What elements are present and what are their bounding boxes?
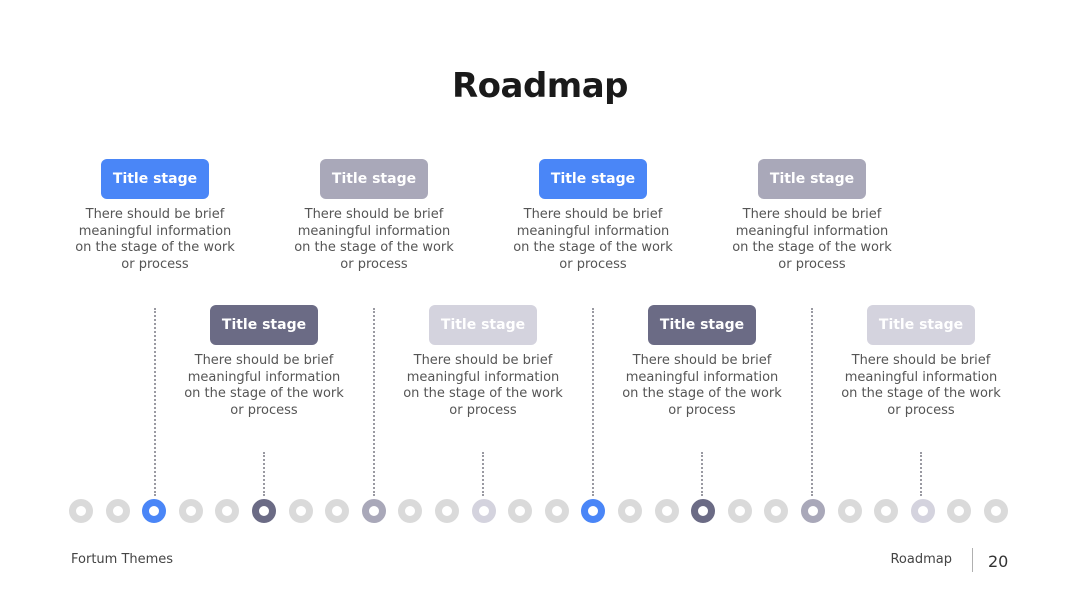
timeline-dot: [105, 499, 130, 523]
connector-line: [263, 452, 265, 496]
stage-4: Title stage There should be brief meanin…: [403, 305, 563, 419]
stage-description: There should be brief meaningful informa…: [622, 353, 782, 418]
stage-7: Title stage There should be brief meanin…: [732, 159, 892, 273]
timeline-dot: [471, 499, 496, 523]
stage-description: There should be brief meaningful informa…: [403, 353, 563, 418]
stage-description: There should be brief meaningful informa…: [184, 353, 344, 418]
timeline-dot: [691, 499, 716, 523]
timeline-dot: [69, 499, 93, 523]
timeline-dot: [398, 499, 423, 523]
timeline-dot: [435, 499, 459, 523]
connector-line: [592, 308, 594, 496]
timeline-dot: [947, 499, 972, 523]
timeline-dot: [654, 499, 679, 523]
stage-title-button[interactable]: Title stage: [101, 159, 209, 199]
footer-divider: [972, 548, 973, 572]
page-number: 20: [988, 552, 1009, 571]
connector-line: [811, 308, 813, 496]
stage-description: There should be brief meaningful informa…: [75, 207, 235, 272]
timeline-dot: [764, 499, 789, 523]
timeline-dot: [178, 499, 203, 523]
footer-brand: Fortum Themes: [71, 552, 174, 567]
stage-2: Title stage There should be brief meanin…: [184, 305, 344, 419]
timeline-dot: [252, 499, 276, 523]
stage-6: Title stage There should be brief meanin…: [622, 305, 782, 419]
timeline-dot: [325, 499, 350, 523]
stage-1: Title stage There should be brief meanin…: [75, 159, 235, 273]
stage-8: Title stage There should be brief meanin…: [841, 305, 1001, 419]
timeline-dot: [288, 499, 313, 523]
timeline-dot: [142, 499, 167, 523]
timeline-dot: [874, 499, 899, 523]
timeline-dot: [581, 499, 606, 523]
connector-line: [482, 452, 484, 496]
stage-5: Title stage There should be brief meanin…: [513, 159, 673, 273]
timeline-dot: [801, 499, 825, 523]
stage-title-button[interactable]: Title stage: [320, 159, 428, 199]
connector-line: [154, 308, 156, 496]
stage-title-button[interactable]: Title stage: [539, 159, 647, 199]
stage-description: There should be brief meaningful informa…: [732, 207, 892, 272]
connector-line: [701, 452, 703, 496]
stage-title-button[interactable]: Title stage: [648, 305, 756, 345]
stage-description: There should be brief meaningful informa…: [294, 207, 454, 272]
timeline-dot: [508, 499, 533, 523]
timeline-dot: [984, 499, 1008, 523]
timeline-dot: [727, 499, 752, 523]
stage-title-button[interactable]: Title stage: [758, 159, 866, 199]
timeline-dot: [910, 499, 935, 523]
timeline-dot: [837, 499, 862, 523]
footer-section: Roadmap: [890, 552, 952, 567]
timeline-dot: [361, 499, 386, 523]
stage-3: Title stage There should be brief meanin…: [294, 159, 454, 273]
connector-line: [920, 452, 922, 496]
stage-title-button[interactable]: Title stage: [429, 305, 537, 345]
connector-line: [373, 308, 375, 496]
stage-description: There should be brief meaningful informa…: [841, 353, 1001, 418]
stage-title-button[interactable]: Title stage: [210, 305, 318, 345]
stage-title-button[interactable]: Title stage: [867, 305, 975, 345]
stage-description: There should be brief meaningful informa…: [513, 207, 673, 272]
page-title: Roadmap: [451, 66, 629, 106]
timeline-dot: [618, 499, 642, 523]
timeline-dot: [544, 499, 569, 523]
timeline-dot: [215, 499, 240, 523]
